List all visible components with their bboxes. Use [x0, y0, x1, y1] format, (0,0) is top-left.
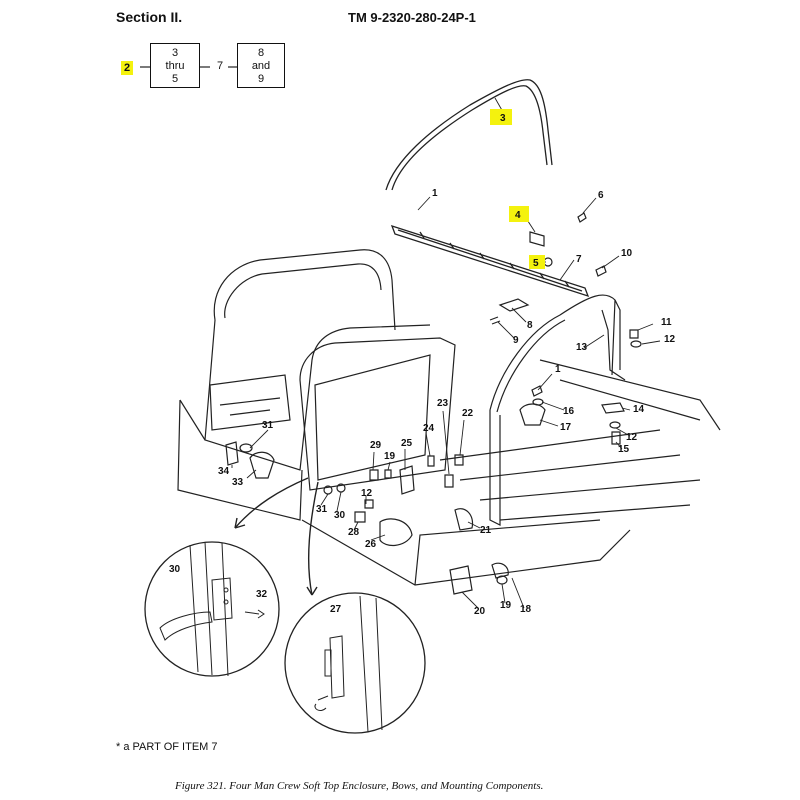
callout-1: 1 [555, 364, 561, 375]
section-title: Section II. [116, 9, 183, 25]
callout-21: 21 [480, 525, 492, 536]
callout-10: 10 [621, 248, 633, 259]
callout-12: 12 [361, 488, 373, 499]
top-bow [385, 79, 553, 191]
callout-24: 24 [423, 423, 435, 434]
callout-20: 20 [474, 606, 486, 617]
callout-highlighted-3: 3 [500, 113, 506, 124]
callout-32: 32 [256, 589, 268, 600]
locator-ref-2: 2 [121, 61, 134, 75]
part-note-symbol: * a [116, 741, 130, 753]
detail-circle-right [284, 592, 426, 734]
callout-13: 13 [576, 342, 588, 353]
detail-arrows [234, 477, 319, 596]
callout-23: 23 [437, 398, 449, 409]
locator-box1-line3: 5 [171, 73, 179, 85]
locator-box1-line1: 3 [171, 47, 179, 59]
part-note-text: PART OF ITEM 7 [132, 741, 218, 753]
callout-33: 33 [232, 477, 244, 488]
figure-caption: Figure 321. Four Man Crew Soft Top Enclo… [175, 780, 544, 792]
callout-28: 28 [348, 527, 360, 538]
callout-27: 27 [330, 604, 342, 615]
callout-29: 29 [370, 440, 382, 451]
tm-number: TM 9-2320-280-24P-1 [348, 10, 476, 25]
locator-box-8-and-9: 8 and 9 [237, 43, 285, 88]
callout-7: 7 [576, 254, 582, 265]
locator-box2-line2: and [251, 60, 271, 72]
callout-17: 17 [560, 422, 572, 433]
part-note: * a PART OF ITEM 7 [116, 741, 218, 753]
callout-8: 8 [527, 320, 533, 331]
callout-9: 9 [513, 335, 519, 346]
callout-highlighted-5: 5 [533, 258, 539, 269]
callout-31: 31 [316, 504, 328, 515]
callout-14: 14 [633, 404, 645, 415]
locator-box2-line3: 9 [257, 73, 265, 85]
cab-body [177, 249, 721, 586]
callout-18: 18 [520, 604, 532, 615]
callout-12: 12 [626, 432, 638, 443]
callout-12: 12 [664, 334, 676, 345]
callout-30: 30 [334, 510, 346, 521]
callout-22: 22 [462, 408, 474, 419]
leader-lines [231, 97, 661, 609]
callout-1: 1 [432, 188, 438, 199]
locator-ref-7: 7 [217, 60, 224, 72]
callout-11: 11 [661, 317, 672, 328]
callout-31: 31 [262, 420, 274, 431]
callout-25: 25 [401, 438, 413, 449]
callout-16: 16 [563, 406, 575, 417]
callout-26: 26 [365, 539, 377, 550]
side-rail [489, 294, 626, 526]
detail-circle-left [144, 541, 280, 677]
locator-box-3-thru-5: 3 thru 5 [150, 43, 200, 88]
callout-6: 6 [598, 190, 604, 201]
callout-highlighted-4: 4 [515, 210, 521, 221]
front-bow-rail [390, 224, 590, 298]
locator-box1-line2: thru [165, 60, 185, 72]
callout-19: 19 [384, 451, 396, 462]
callout-19: 19 [500, 600, 512, 611]
callout-highlights [490, 109, 545, 269]
callout-34: 34 [218, 466, 230, 477]
locator-box2-line1: 8 [257, 47, 265, 59]
callout-15: 15 [618, 444, 630, 455]
callout-30: 30 [169, 564, 181, 575]
